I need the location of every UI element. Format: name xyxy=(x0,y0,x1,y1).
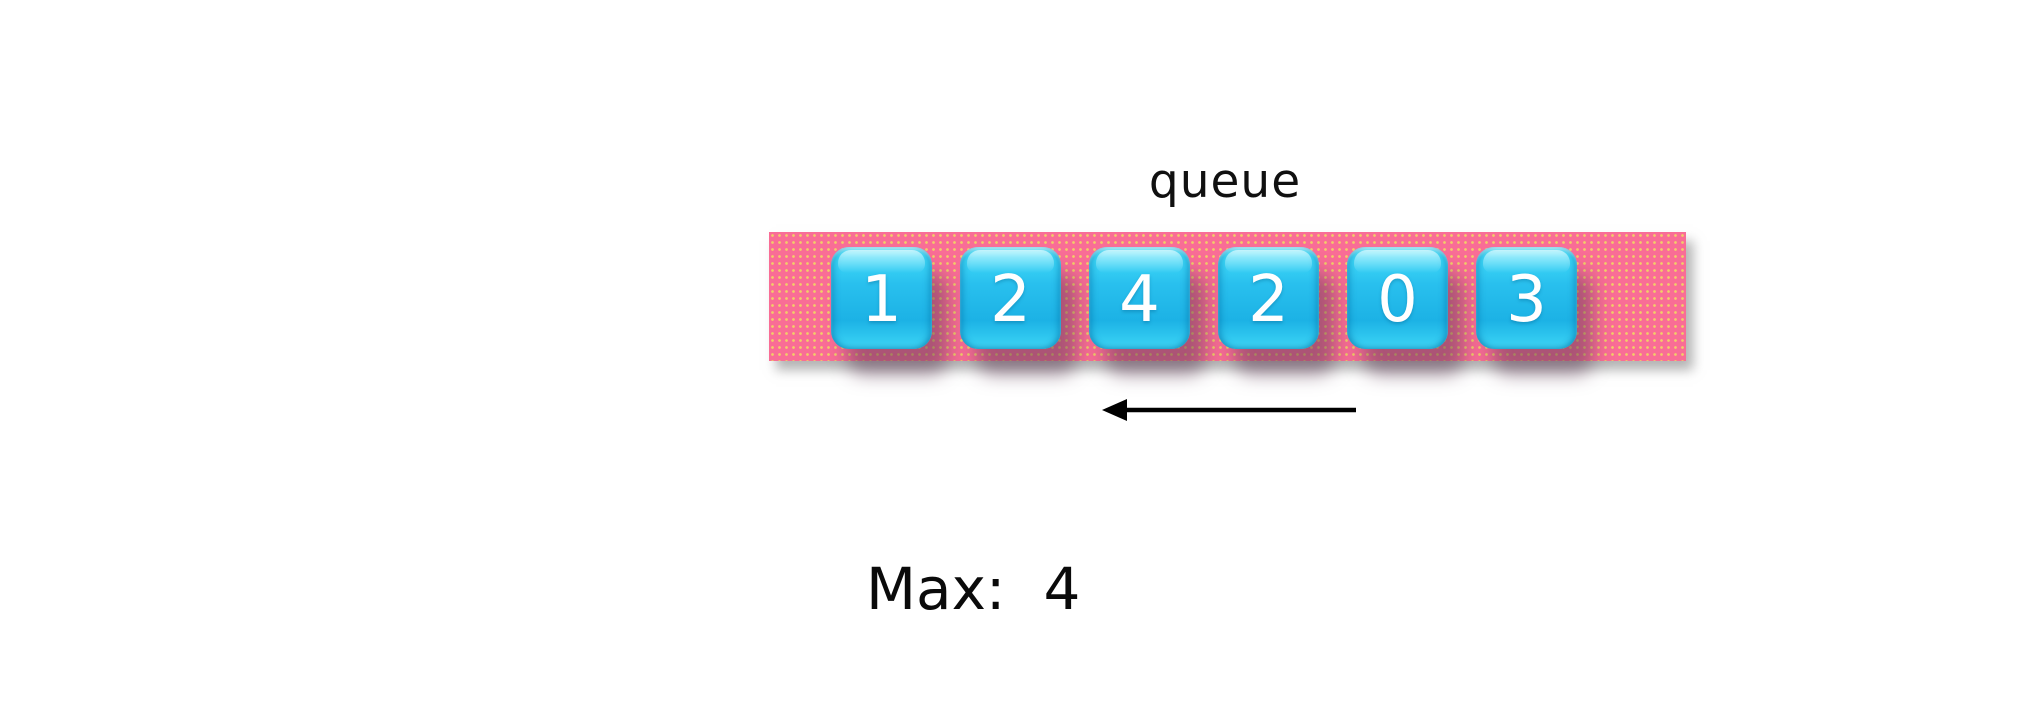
queue-bar: 1 2 4 2 0 3 xyxy=(769,232,1686,361)
max-label: Max: xyxy=(866,555,1006,623)
queue-tile: 1 xyxy=(831,247,932,349)
queue-tile: 0 xyxy=(1347,247,1448,349)
tile-value: 0 xyxy=(1377,263,1418,337)
queue-tile: 2 xyxy=(960,247,1061,349)
queue-label: queue xyxy=(1148,154,1302,209)
queue-tile: 3 xyxy=(1476,247,1577,349)
tile-value: 3 xyxy=(1506,263,1547,337)
tile-value: 2 xyxy=(1248,263,1289,337)
tile-value: 4 xyxy=(1119,263,1160,337)
left-arrow-icon xyxy=(1100,392,1370,428)
max-value: 4 xyxy=(1043,555,1081,623)
queue-tile: 2 xyxy=(1218,247,1319,349)
max-row: Max: 4 xyxy=(866,555,1081,623)
tile-value: 1 xyxy=(861,263,902,337)
queue-tile: 4 xyxy=(1089,247,1190,349)
tile-value: 2 xyxy=(990,263,1031,337)
